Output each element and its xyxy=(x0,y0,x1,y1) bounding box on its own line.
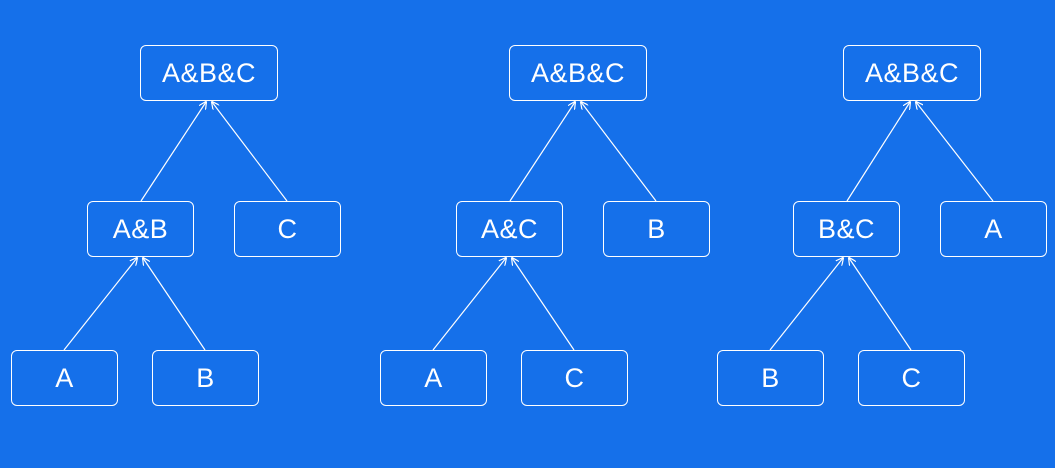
leaf-node-left: B xyxy=(717,350,824,406)
leaf-node-right: B xyxy=(152,350,259,406)
edge-leaf-right-to-merged xyxy=(849,258,912,351)
leaf-node-left: A xyxy=(11,350,118,406)
root-node: A&B&C xyxy=(140,45,278,101)
merged-node: B&C xyxy=(793,201,900,257)
root-node: A&B&C xyxy=(509,45,647,101)
edge-single-to-root xyxy=(581,102,657,202)
merged-node: A&B xyxy=(87,201,194,257)
edge-leaf-left-to-merged xyxy=(769,258,843,351)
leaf-node-right: C xyxy=(521,350,628,406)
merged-node: A&C xyxy=(456,201,563,257)
single-node: A xyxy=(940,201,1047,257)
edge-merged-to-root xyxy=(509,102,575,202)
edge-single-to-root xyxy=(212,102,288,202)
edge-merged-to-root xyxy=(846,102,910,202)
edge-single-to-root xyxy=(916,102,994,202)
edge-leaf-left-to-merged xyxy=(432,258,506,351)
edge-leaf-left-to-merged xyxy=(63,258,137,351)
single-node: C xyxy=(234,201,341,257)
leaf-node-left: A xyxy=(380,350,487,406)
leaf-node-right: C xyxy=(858,350,965,406)
edge-leaf-right-to-merged xyxy=(143,258,206,351)
edge-leaf-right-to-merged xyxy=(512,258,575,351)
root-node: A&B&C xyxy=(843,45,981,101)
single-node: B xyxy=(603,201,710,257)
edge-merged-to-root xyxy=(140,102,206,202)
